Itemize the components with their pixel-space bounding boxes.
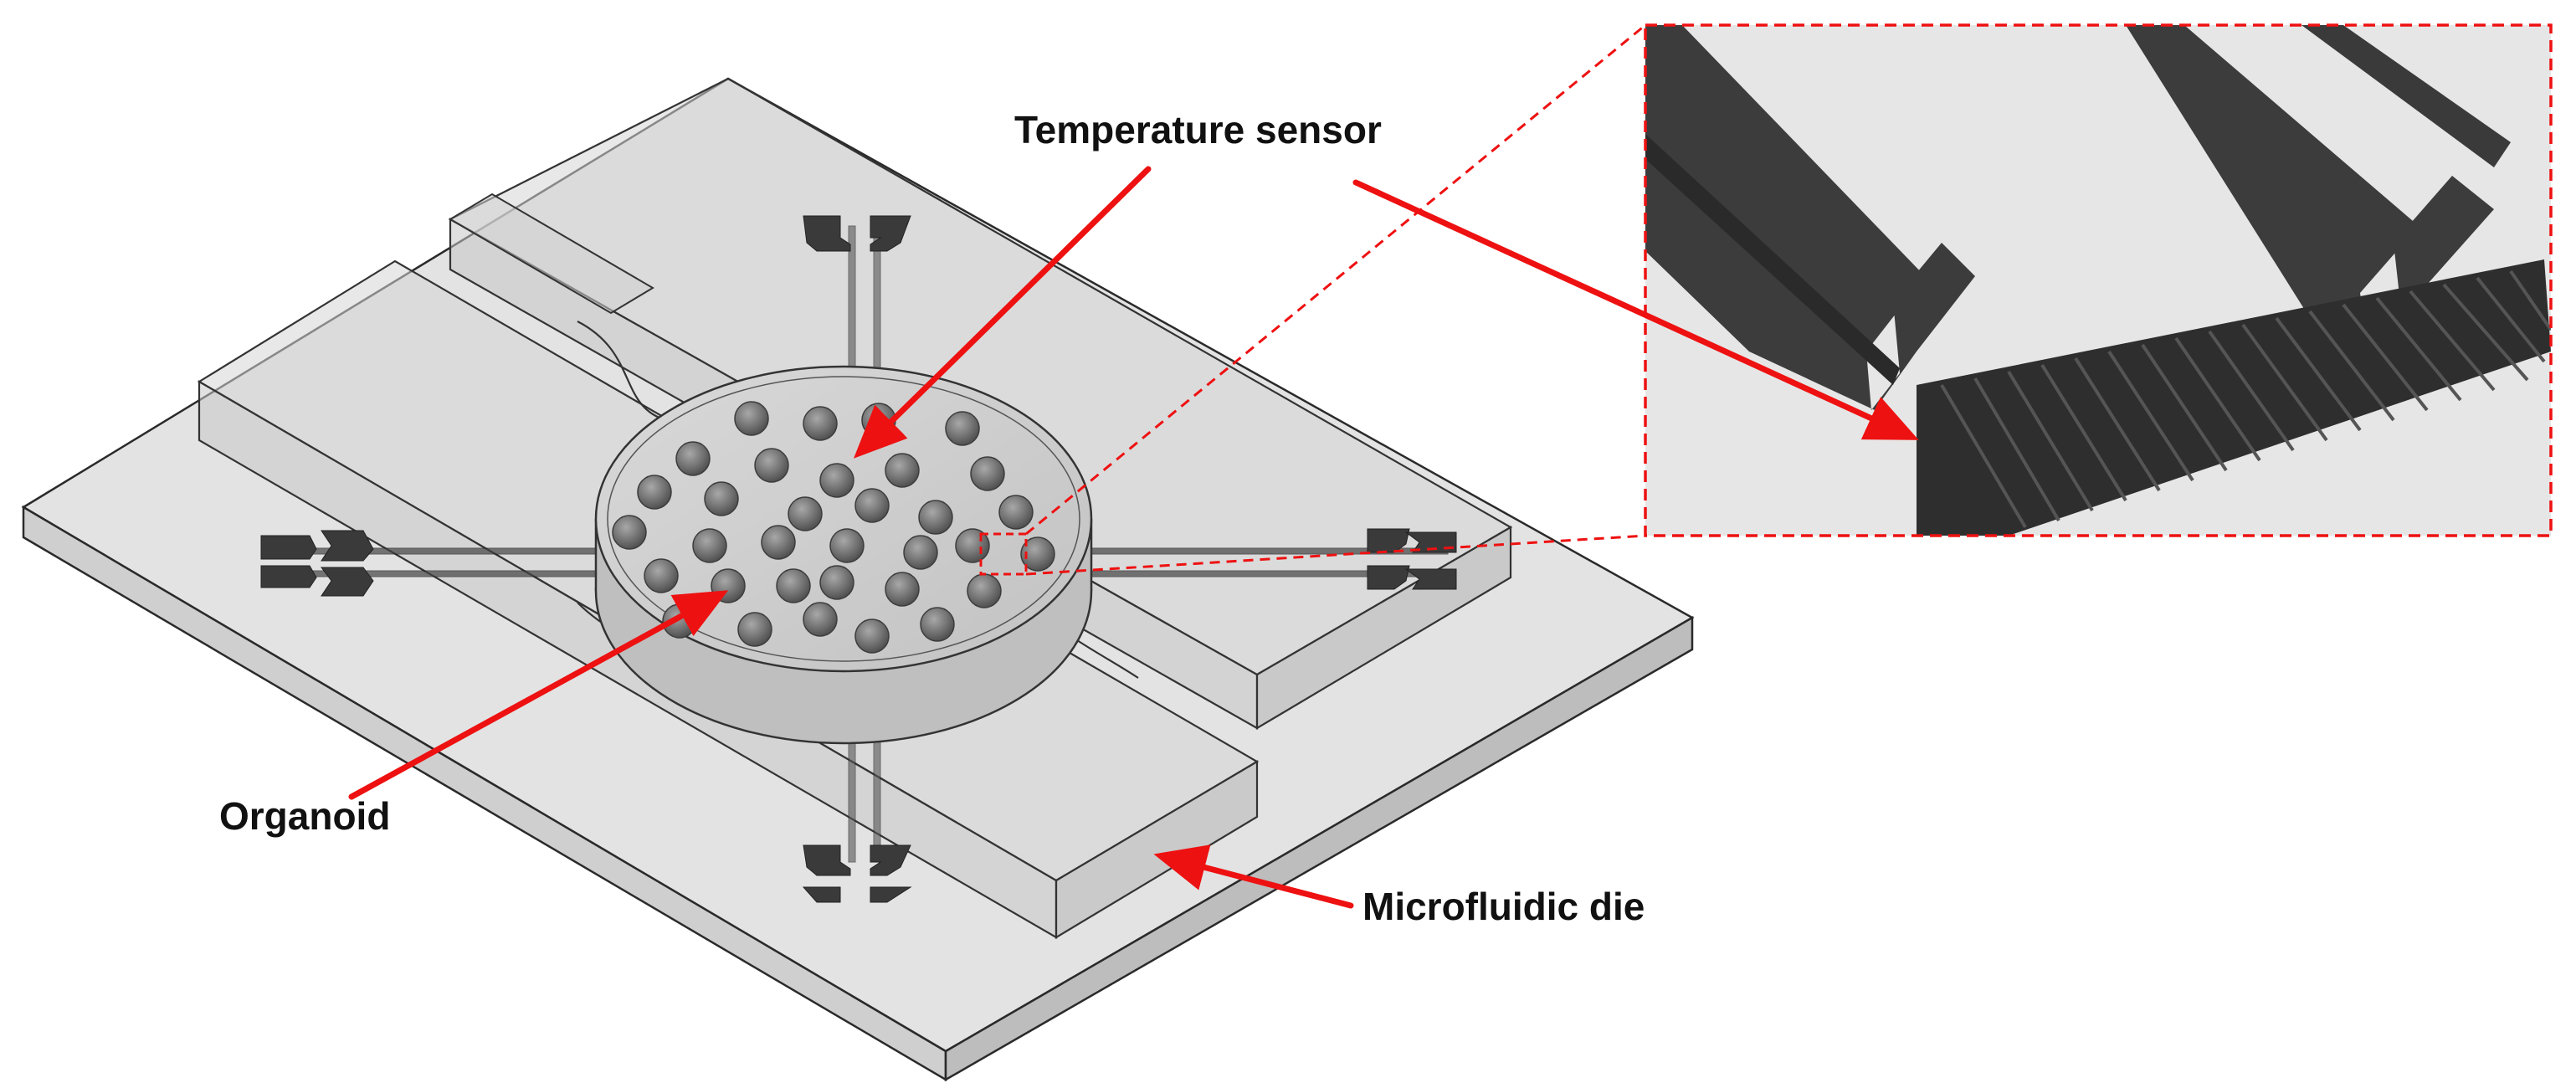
arrow-temp-to-well [854,166,1152,459]
annotation-arrows [348,166,1919,909]
arrow-organoid [348,590,729,800]
arrow-temp-to-inset [1352,179,1919,440]
organoid-label: Organoid [219,794,391,838]
sensor-highlight-box [979,532,1028,576]
temperature-sensor-label: Temperature sensor [1014,108,1382,151]
inset-border [1644,23,2553,537]
arrow-die [1153,844,1354,909]
zoom-lines [1025,23,1646,576]
inset-panel [1644,23,2553,537]
microfluidic-die-label: Microfluidic die [1362,885,1645,928]
